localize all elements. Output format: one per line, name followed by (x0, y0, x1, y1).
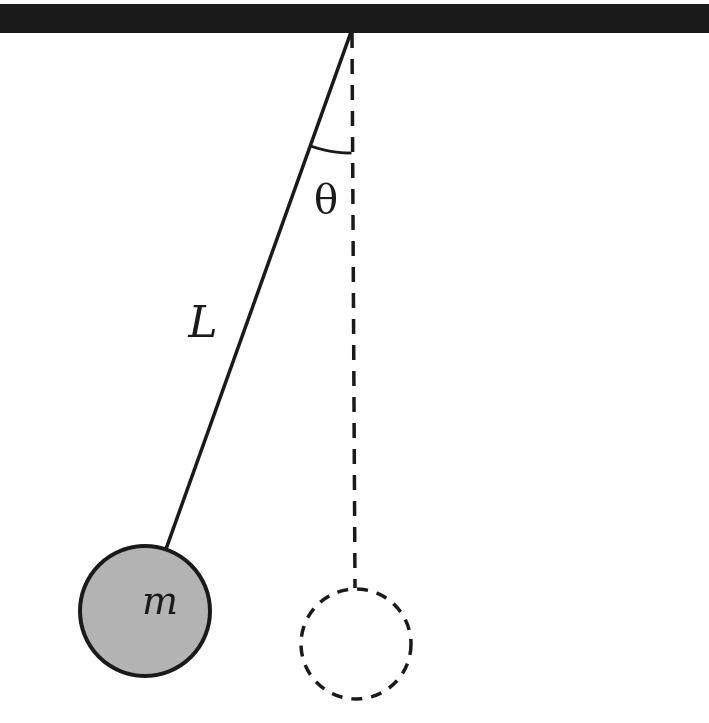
ceiling-bar (0, 4, 709, 33)
pendulum-string (164, 31, 353, 550)
equilibrium-bob-outline (299, 587, 413, 701)
mass-label: m (142, 579, 178, 623)
length-label: L (187, 297, 217, 348)
angle-label: θ (314, 177, 338, 223)
pendulum-bob (78, 544, 212, 678)
equilibrium-dashed-line (350, 32, 357, 589)
angle-arc (309, 144, 352, 155)
